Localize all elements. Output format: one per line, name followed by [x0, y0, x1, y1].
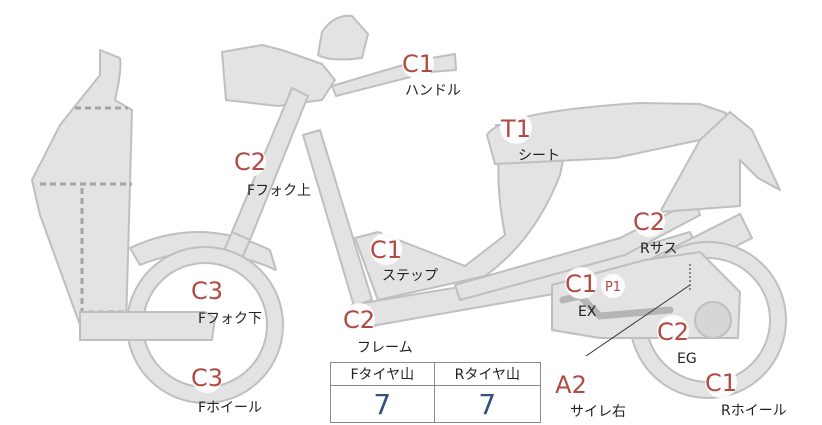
part-labels: ハンドル シート Fフォク上 ステップ Rサス Fフォク下 EX フレーム EG…	[198, 83, 787, 420]
badge-f-wheel[interactable]: C3	[191, 361, 223, 393]
svg-text:C2: C2	[234, 148, 266, 176]
svg-text:P1: P1	[605, 280, 621, 295]
svg-text:A2: A2	[555, 371, 587, 399]
svg-text:C3: C3	[191, 364, 223, 392]
badge-fork-upper[interactable]: C2	[234, 145, 266, 177]
badge-fork-lower[interactable]: C3	[191, 274, 223, 306]
front-tire-tread-header: Fタイヤ山	[330, 362, 435, 386]
svg-text:C2: C2	[657, 318, 689, 346]
badge-side-stand[interactable]: A2	[555, 368, 587, 400]
svg-text:C2: C2	[343, 306, 375, 334]
svg-text:C2: C2	[633, 208, 665, 236]
badge-seat[interactable]: T1	[500, 112, 532, 144]
badges: C1 T1 C2 C1 C2 C3 C1 P1 C2 C2 C3 A2 C1	[191, 47, 737, 400]
svg-text:C1: C1	[705, 369, 737, 397]
label-side-stand: サイレ右	[570, 404, 626, 420]
svg-text:C1: C1	[565, 270, 597, 298]
badge-r-wheel[interactable]: C1	[705, 366, 737, 398]
leg-shield	[31, 49, 133, 326]
label-eg: EG	[677, 351, 697, 367]
label-r-sus: Rサス	[640, 241, 677, 257]
rear-tire-tread-value[interactable]: 7	[433, 385, 542, 423]
exhaust-pipe-front	[559, 292, 674, 320]
badge-r-sus[interactable]: C2	[633, 205, 665, 237]
label-f-wheel: Fホイール	[198, 400, 262, 416]
meter-housing	[317, 14, 369, 61]
badge-frame[interactable]: C2	[343, 303, 375, 335]
label-ex: EX	[578, 304, 597, 320]
label-r-wheel: Rホイール	[721, 403, 787, 419]
label-fork-upper: Fフォク上	[247, 183, 311, 199]
label-frame: フレーム	[357, 340, 413, 356]
front-tire-tread-value[interactable]: 7	[330, 385, 435, 423]
frame-down-tube	[302, 129, 373, 307]
badge-eg[interactable]: C2	[657, 315, 689, 347]
side-stand-pointer	[585, 284, 691, 357]
headlight-housing	[221, 44, 336, 107]
rear-tire-tread-header: Rタイヤ山	[433, 362, 542, 386]
frame-upper-rail	[454, 199, 701, 301]
svg-text:C1: C1	[402, 50, 434, 78]
pointer-lines	[585, 264, 691, 357]
svg-text:C1: C1	[370, 236, 402, 264]
svg-text:C3: C3	[191, 277, 223, 305]
badge-ex-sub[interactable]: P1	[601, 274, 625, 298]
badge-handle[interactable]: C1	[402, 47, 434, 79]
label-seat: シート	[518, 148, 560, 164]
tail-cowl	[659, 111, 781, 213]
badge-ex[interactable]: C1	[565, 267, 597, 299]
rear-axle-hub	[694, 301, 732, 339]
label-step: ステップ	[382, 268, 438, 284]
svg-text:T1: T1	[500, 115, 531, 143]
fork-bottom-bracket	[79, 311, 217, 341]
label-fork-lower: Fフォク下	[198, 311, 262, 327]
badge-step[interactable]: C1	[370, 233, 402, 265]
tire-tread-table: Fタイヤ山 Rタイヤ山 7 7	[330, 362, 542, 423]
label-handle: ハンドル	[405, 83, 461, 99]
